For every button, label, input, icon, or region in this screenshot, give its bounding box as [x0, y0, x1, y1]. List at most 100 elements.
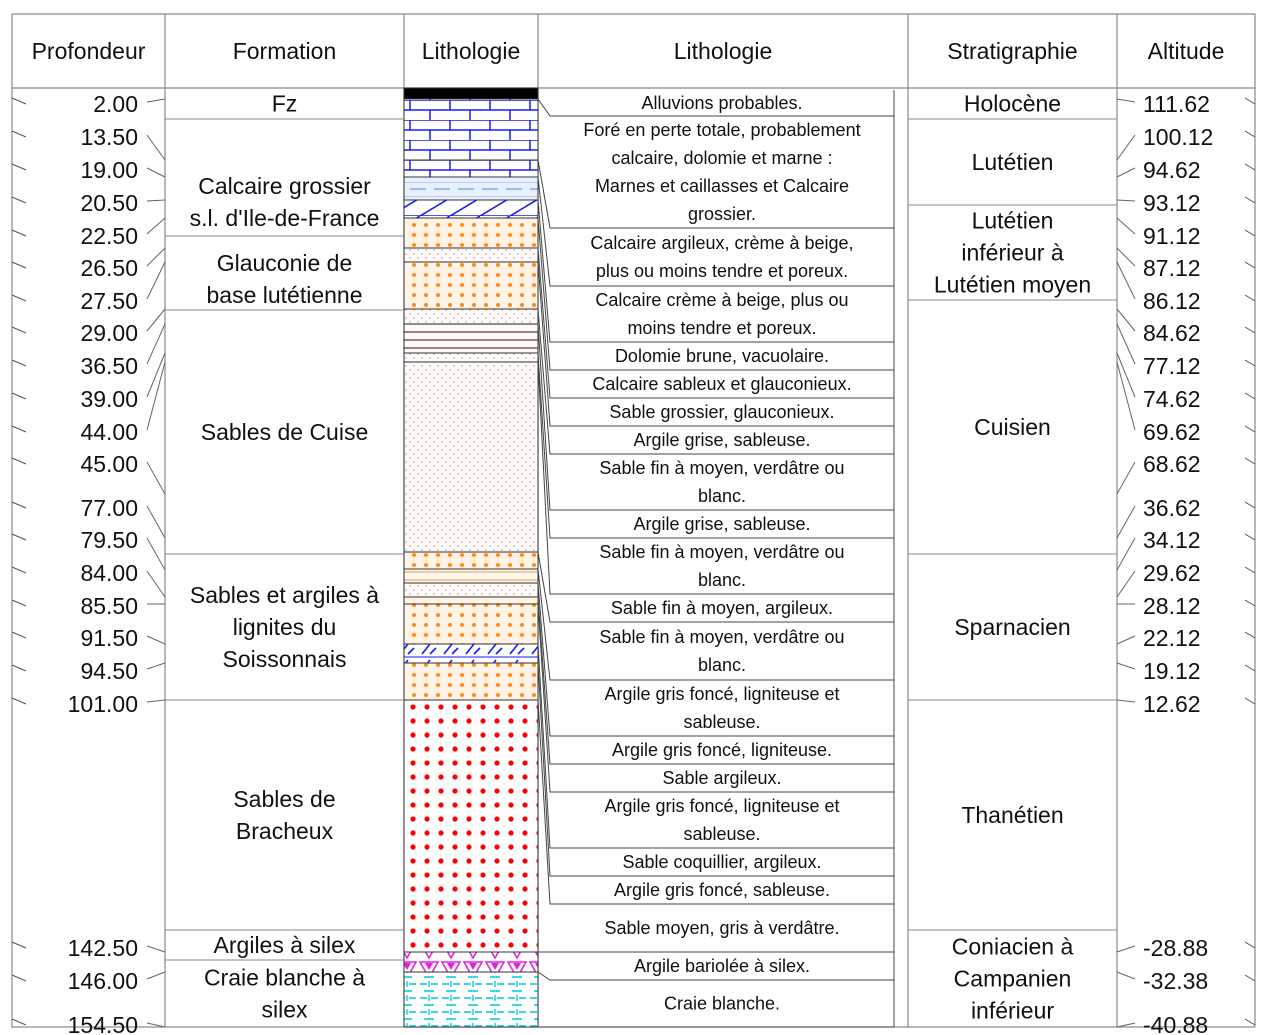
- stratigraphy-label: Holocène: [964, 91, 1061, 117]
- altitude-label: 28.12: [1143, 593, 1201, 619]
- depth-tick: [11, 261, 27, 269]
- lithology-description: Calcaire sableux et glauconieux.: [592, 374, 851, 394]
- description-box: [537, 247, 895, 399]
- lithology-layer: [403, 662, 539, 701]
- depth-connector: [146, 352, 166, 398]
- lithology-description: plus ou moins tendre et poreux.: [596, 261, 848, 281]
- depth-tick: [11, 326, 27, 334]
- altitude-tick: [1244, 974, 1256, 982]
- lithology-layer: [403, 323, 539, 354]
- altitude-connector: [1116, 699, 1136, 703]
- lithology-description: Sable fin à moyen, argileux.: [611, 598, 833, 618]
- depth-tick: [11, 941, 27, 949]
- formation-label: Craie blanche à: [204, 965, 365, 991]
- depth-label: 39.00: [80, 386, 138, 412]
- lithology-layer: [403, 699, 539, 953]
- depth-connector: [146, 217, 166, 235]
- depth-connector: [146, 1022, 166, 1028]
- depth-label: 79.50: [80, 527, 138, 553]
- lithology-layer: [403, 176, 539, 201]
- altitude-tick: [1244, 196, 1256, 204]
- stratigraphy-label: inférieur: [971, 998, 1054, 1024]
- depth-connector: [146, 662, 166, 670]
- altitude-connector: [1116, 361, 1136, 431]
- lithology-description: Sable grossier, glauconieux.: [609, 402, 834, 422]
- altitude-label: 100.12: [1143, 124, 1213, 150]
- description-box: [537, 352, 895, 539]
- altitude-connector: [1116, 945, 1136, 953]
- description-box: [537, 261, 895, 427]
- lithology-description: Sable argileux.: [662, 768, 781, 788]
- description-box: [537, 952, 895, 981]
- description-box: [537, 662, 895, 877]
- depth-tick: [11, 196, 27, 204]
- altitude-connector: [1116, 308, 1136, 332]
- description-box: [538, 904, 895, 953]
- altitude-tick: [1244, 359, 1256, 367]
- depth-tick: [11, 425, 27, 433]
- altitude-connector: [1116, 167, 1136, 178]
- altitude-connector: [1116, 323, 1136, 365]
- depth-connector: [146, 247, 166, 267]
- depth-tick: [11, 130, 27, 138]
- lithology-description: Argile gris foncé, ligniteuse et: [604, 796, 839, 816]
- lithology-description: Argile bariolée à silex.: [634, 956, 810, 976]
- lithology-layer: [403, 596, 539, 605]
- depth-tick: [11, 457, 27, 465]
- altitude-label: 91.12: [1143, 223, 1201, 249]
- formation-label: s.l. d'Ile-de-France: [190, 205, 380, 231]
- altitude-label: 111.62: [1143, 91, 1210, 117]
- depth-label: 142.50: [68, 935, 138, 961]
- altitude-tick: [1244, 664, 1256, 672]
- depth-label: 84.00: [80, 560, 138, 586]
- lithology-description: Calcaire argileux, crème à beige,: [590, 233, 853, 253]
- altitude-label: 94.62: [1143, 157, 1201, 183]
- formation-label: Sables et argiles à: [190, 582, 379, 608]
- stratigraphy-label: Thanétien: [961, 802, 1063, 828]
- lithology-description: Calcaire crème à beige, plus ou: [595, 290, 848, 310]
- lithology-description: Argile grise, sableuse.: [633, 514, 810, 534]
- lithology-layer: [403, 352, 539, 363]
- lithology-description: Sable fin à moyen, verdâtre ou: [599, 627, 844, 647]
- depth-tick: [11, 501, 27, 509]
- header-lithology-text: Lithologie: [674, 38, 772, 64]
- description-box: [537, 90, 895, 117]
- depth-label: 13.50: [80, 124, 138, 150]
- description-box: [537, 217, 895, 371]
- altitude-tick: [1244, 229, 1256, 237]
- altitude-connector: [1116, 461, 1136, 495]
- altitude-label: 87.12: [1143, 255, 1201, 281]
- header-altitude: Altitude: [1148, 38, 1225, 64]
- altitude-connector: [1116, 570, 1136, 598]
- depth-tick: [11, 533, 27, 541]
- lithology-layer: [403, 568, 539, 584]
- lithology-description: sableuse.: [683, 824, 760, 844]
- formation-label: Sables de: [233, 786, 335, 812]
- description-box: [537, 361, 895, 595]
- lithology-description: blanc.: [698, 570, 746, 590]
- lithology-description: calcaire, dolomie et marne :: [611, 148, 832, 168]
- stratigraphy-label: inférieur à: [961, 240, 1063, 266]
- depth-label: 19.00: [80, 157, 138, 183]
- description-box: [537, 199, 895, 343]
- depth-connector: [146, 308, 166, 332]
- formation-label: Soissonnais: [222, 646, 346, 672]
- altitude-connector: [1116, 662, 1136, 670]
- stratigraphy-label: Sparnacien: [954, 614, 1070, 640]
- lithology-layer: [403, 971, 539, 1028]
- depth-connector: [146, 699, 166, 703]
- description-box: [537, 116, 895, 229]
- altitude-connector: [1116, 261, 1136, 300]
- formation-label: Bracheux: [236, 818, 334, 844]
- depth-tick: [11, 599, 27, 607]
- description-box: [537, 603, 895, 793]
- altitude-tick: [1244, 533, 1256, 541]
- description-box: [537, 176, 895, 287]
- altitude-tick: [1244, 566, 1256, 574]
- stratigraphy-label: Cuisien: [974, 414, 1051, 440]
- depth-tick: [11, 1018, 27, 1026]
- lithology-description: Sable fin à moyen, verdâtre ou: [599, 458, 844, 478]
- stratigraphy-label: Lutétien moyen: [934, 272, 1091, 298]
- lithology-description: Craie blanche.: [664, 994, 780, 1014]
- stratigraphy-label: Lutétien: [972, 149, 1054, 175]
